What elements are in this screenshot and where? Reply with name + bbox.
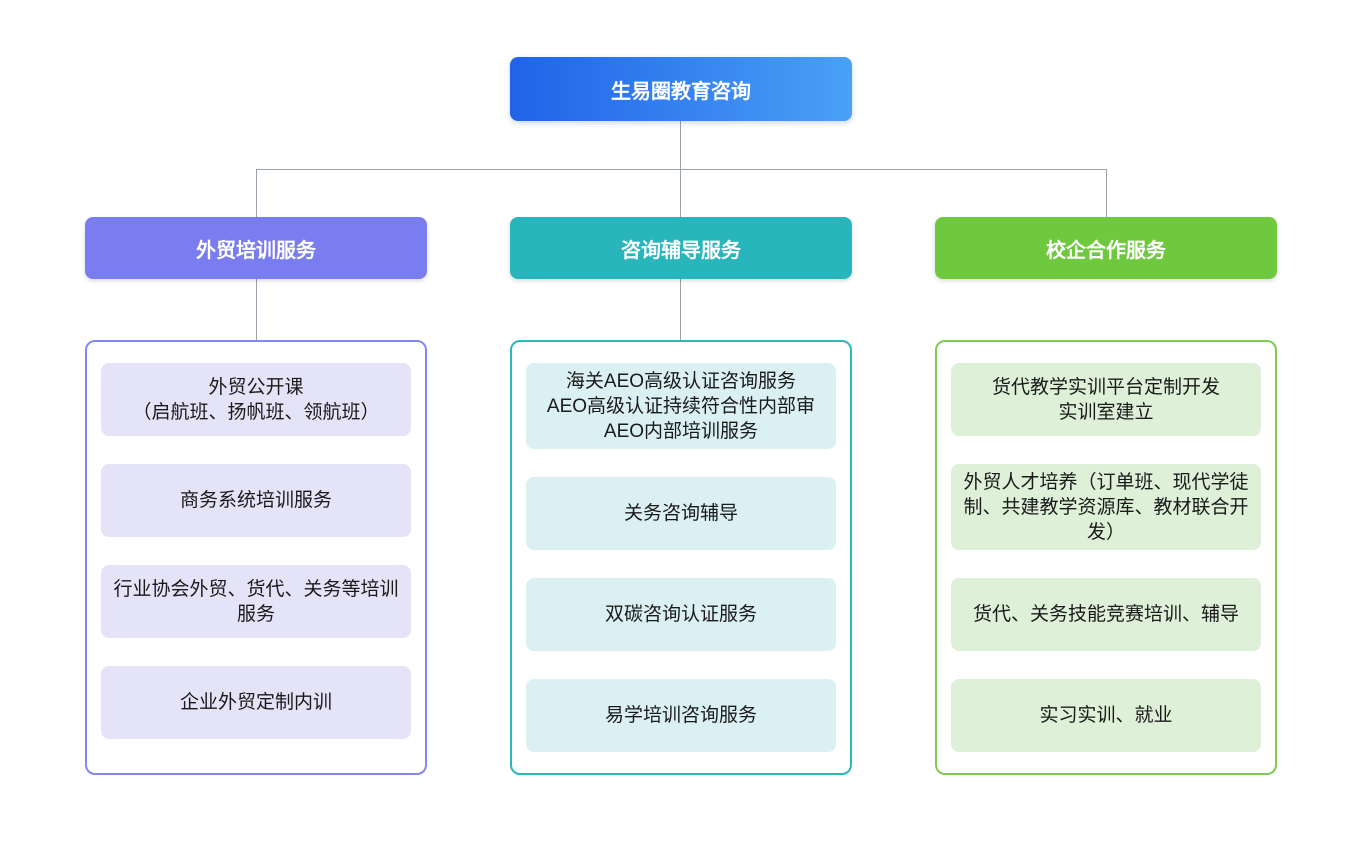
branch-item: 货代、关务技能竞赛培训、辅导 — [951, 578, 1261, 651]
branch-item: 外贸人才培养（订单班、现代学徒制、共建教学资源库、教材联合开发） — [951, 464, 1261, 550]
branch-header-label: 校企合作服务 — [1046, 239, 1166, 262]
branch-header-school-enterprise: 校企合作服务 — [935, 217, 1277, 279]
branch-container-consulting: 海关AEO高级认证咨询服务 AEO高级认证持续符合性内部审 AEO内部培训服务 … — [510, 340, 852, 775]
branch-header-label: 咨询辅导服务 — [621, 239, 741, 262]
branch-item: 企业外贸定制内训 — [101, 666, 411, 739]
branch-item: 关务咨询辅导 — [526, 477, 836, 550]
connector-horizontal — [256, 169, 1106, 170]
branch-container-school-enterprise: 货代教学实训平台定制开发 实训室建立 外贸人才培养（订单班、现代学徒制、共建教学… — [935, 340, 1277, 775]
branch-item: 商务系统培训服务 — [101, 464, 411, 537]
branch-container-trade-training: 外贸公开课 （启航班、扬帆班、领航班） 商务系统培训服务 行业协会外贸、货代、关… — [85, 340, 427, 775]
connector-branch1-vertical — [256, 169, 257, 217]
connector-root-vertical — [680, 121, 681, 169]
connector-branch2-to-container — [680, 279, 681, 340]
branch-item: 货代教学实训平台定制开发 实训室建立 — [951, 363, 1261, 436]
branch-header-label: 外贸培训服务 — [196, 239, 316, 262]
branch-item: 双碳咨询认证服务 — [526, 578, 836, 651]
root-node: 生易圈教育咨询 — [510, 57, 852, 121]
branch-item: 外贸公开课 （启航班、扬帆班、领航班） — [101, 363, 411, 436]
connector-branch3-vertical — [1106, 169, 1107, 217]
connector-branch2-vertical — [680, 169, 681, 217]
branch-item: 行业协会外贸、货代、关务等培训服务 — [101, 565, 411, 638]
root-node-label: 生易圈教育咨询 — [611, 80, 751, 103]
branch-header-trade-training: 外贸培训服务 — [85, 217, 427, 279]
branch-header-consulting: 咨询辅导服务 — [510, 217, 852, 279]
connector-branch1-to-container — [256, 279, 257, 340]
branch-item: 实习实训、就业 — [951, 679, 1261, 752]
branch-item: 易学培训咨询服务 — [526, 679, 836, 752]
branch-item: 海关AEO高级认证咨询服务 AEO高级认证持续符合性内部审 AEO内部培训服务 — [526, 363, 836, 449]
